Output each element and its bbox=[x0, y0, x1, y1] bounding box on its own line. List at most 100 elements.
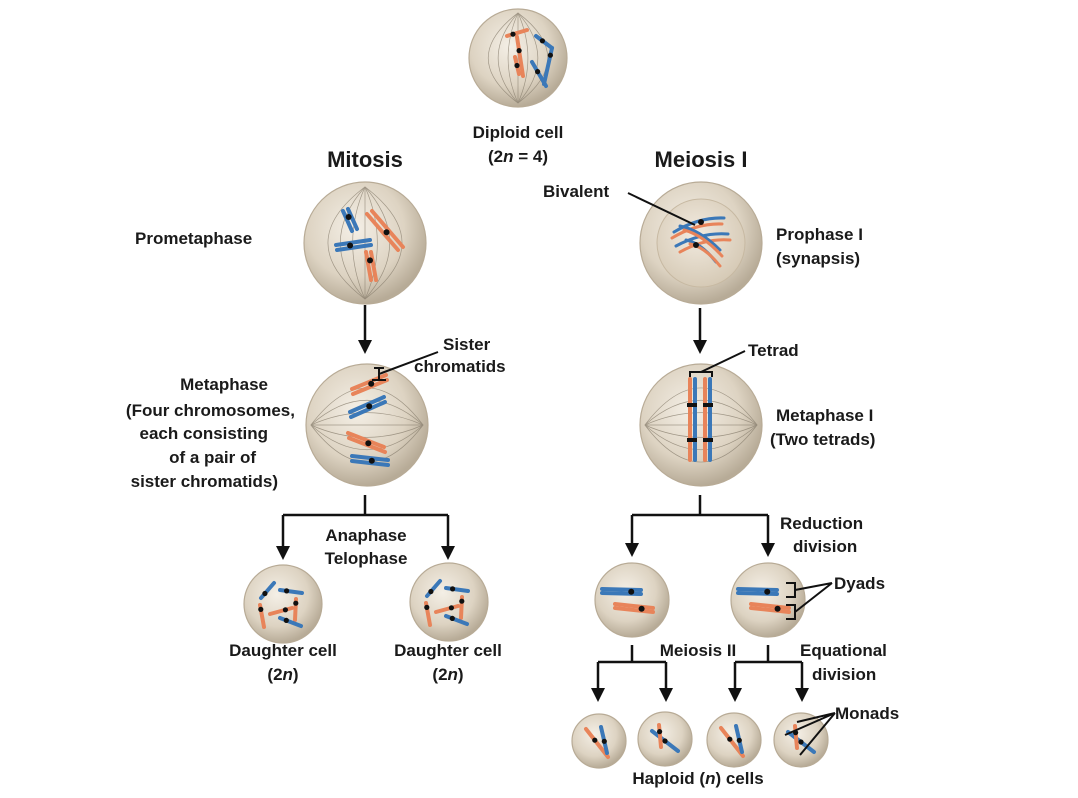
arrowhead bbox=[659, 688, 673, 702]
spindle-fiber bbox=[644, 387, 758, 426]
paternal-chromosome bbox=[425, 579, 442, 598]
centromere bbox=[687, 403, 697, 407]
paternal-chromosome bbox=[349, 400, 387, 419]
metaphase-i-sublabel: (Two tetrads) bbox=[770, 430, 875, 449]
spindle-fiber bbox=[497, 12, 519, 104]
centromere bbox=[428, 588, 434, 595]
prometaphase-label: Prometaphase bbox=[135, 229, 252, 248]
labels-layer: Diploid cell (2n = 4) Mitosis Meiosis I … bbox=[126, 123, 899, 788]
bivalent-leader bbox=[627, 192, 696, 226]
paternal-chromosome bbox=[278, 616, 303, 628]
centromere bbox=[365, 440, 372, 447]
centromere bbox=[547, 52, 554, 58]
centromere bbox=[283, 617, 289, 624]
arrowhead bbox=[795, 688, 809, 702]
spindle-fiber bbox=[487, 12, 519, 104]
cells-layer bbox=[243, 8, 829, 769]
tetrad-label: Tetrad bbox=[748, 341, 799, 360]
centromere bbox=[345, 214, 352, 220]
spindle-fibers bbox=[487, 12, 549, 104]
daughter-cell-right bbox=[409, 562, 489, 642]
centromere bbox=[535, 69, 541, 75]
dyads-label: Dyads bbox=[834, 574, 885, 593]
spindle-fiber bbox=[517, 12, 539, 104]
maternal-chromosome bbox=[688, 242, 722, 268]
paternal-chromosome bbox=[600, 587, 643, 592]
monads-leader bbox=[784, 712, 836, 756]
sister-chromatids-label-2: chromatids bbox=[414, 357, 506, 376]
centromere bbox=[657, 729, 663, 735]
spindle-fiber bbox=[507, 12, 519, 104]
reduction-division-label: Reduction bbox=[780, 514, 863, 533]
haploid-cell-1 bbox=[571, 713, 627, 769]
centromere bbox=[282, 607, 288, 613]
spindle-fiber bbox=[644, 412, 758, 426]
centromere bbox=[628, 588, 635, 595]
paternal-chromosome bbox=[335, 243, 373, 252]
paternal-chromosome bbox=[346, 207, 359, 231]
anaphase-label: Anaphase bbox=[325, 526, 406, 545]
tetrad-leader bbox=[689, 350, 746, 377]
equational-division-label: Equational bbox=[800, 641, 887, 660]
centromere bbox=[727, 736, 733, 742]
prophase-i-cell bbox=[639, 181, 763, 305]
metaphase-label-line-4: of a pair of bbox=[169, 448, 256, 467]
maternal-chromosome bbox=[719, 726, 745, 758]
prophase-i-label: Prophase I bbox=[776, 225, 863, 244]
maternal-chromosome bbox=[505, 28, 529, 38]
centromere bbox=[293, 600, 299, 606]
maternal-chromosome bbox=[682, 228, 724, 258]
spindle-fiber bbox=[364, 186, 378, 300]
centromere bbox=[764, 588, 771, 595]
metaphase-i-label: Metaphase I bbox=[776, 406, 873, 425]
maternal-chromosome bbox=[613, 602, 655, 610]
metaphase-label-line-2: (Four chromosomes, bbox=[126, 401, 295, 420]
centromere bbox=[693, 242, 699, 248]
paternal-chromosome bbox=[444, 586, 470, 593]
maternal-chromosome bbox=[584, 727, 610, 759]
metaphase-i-cell bbox=[639, 363, 763, 487]
cell-membrane bbox=[243, 564, 323, 644]
prometaphase-cell bbox=[303, 181, 427, 305]
spindle-fibers bbox=[644, 387, 758, 463]
spindle-fiber bbox=[310, 399, 424, 426]
metaphase-label-line-3: each consisting bbox=[140, 424, 268, 443]
centromere bbox=[774, 605, 781, 612]
mitosis-heading: Mitosis bbox=[327, 147, 403, 172]
centromere bbox=[368, 457, 375, 464]
centromere bbox=[449, 615, 455, 622]
meiosis-ii-heading: Meiosis II bbox=[660, 641, 737, 660]
maternal-chromosome bbox=[370, 209, 405, 249]
centromere bbox=[383, 229, 390, 236]
cell-membrane bbox=[571, 713, 627, 769]
daughter-cell-left-label: Daughter cell bbox=[229, 641, 337, 660]
maternal-chromosome bbox=[749, 602, 791, 610]
arrowhead bbox=[358, 340, 372, 354]
haploid-cells-label: Haploid (n) cells bbox=[632, 769, 763, 788]
maternal-chromosome bbox=[268, 606, 294, 616]
maternal-chromosome bbox=[515, 35, 525, 78]
diploid-cell-sublabel: (2n = 4) bbox=[488, 147, 548, 166]
bivalent-label: Bivalent bbox=[543, 182, 609, 201]
maternal-chromosome bbox=[346, 431, 386, 449]
cell-membrane bbox=[706, 712, 762, 768]
centromere bbox=[703, 403, 713, 407]
equational-division-sublabel: division bbox=[812, 665, 876, 684]
metaphase-label-line-5: sister chromatids) bbox=[131, 472, 278, 491]
haploid-cell-2 bbox=[637, 711, 693, 767]
centromere bbox=[366, 403, 373, 410]
dyad-cell-left bbox=[594, 562, 670, 638]
centromere bbox=[592, 737, 598, 743]
centromere bbox=[703, 438, 713, 442]
centromere bbox=[448, 605, 454, 611]
daughter-cell-left bbox=[243, 564, 323, 644]
centromere bbox=[687, 438, 697, 442]
arrowhead bbox=[693, 340, 707, 354]
metaphase-label-line-1: Metaphase bbox=[180, 375, 268, 394]
paternal-chromosome bbox=[278, 588, 304, 595]
paternal-chromosome bbox=[259, 581, 276, 600]
arrowhead bbox=[441, 546, 455, 560]
spindle-fiber bbox=[644, 399, 758, 426]
